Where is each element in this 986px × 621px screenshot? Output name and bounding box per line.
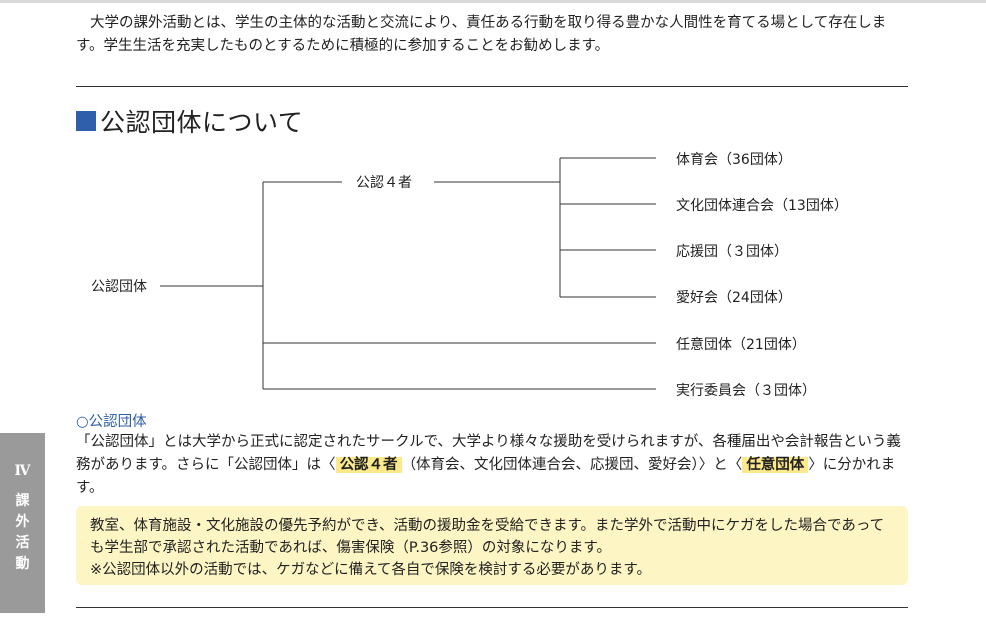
note-line-1: 教室、体育施設・文化施設の優先予約ができ、活動の援助金を受給できます。また学外で… xyxy=(90,518,885,556)
paragraph-text: 「公認団体」とは大学から正式に認定されたサークルで、大学より様々な援助を受けられ… xyxy=(76,434,901,473)
section-title: 公認団体について xyxy=(100,108,304,137)
highlight-nindantai: 任意団体 xyxy=(742,457,809,473)
note-line-2: ※公認団体以外の活動では、ケガなどに備えて各自で保険を検討する必要があります。 xyxy=(90,562,651,578)
paragraph-text: （体育会、文化団体連合会、応援団、愛好会）〉と〈 xyxy=(401,457,743,473)
top-rule xyxy=(0,0,986,3)
chapter-char: 課 xyxy=(15,493,30,509)
subsection-heading: ○公認団体 xyxy=(76,414,147,430)
section-heading: 公認団体について xyxy=(76,104,303,138)
chapter-number: Ⅳ xyxy=(14,463,31,479)
tree-node-leaf: 文化団体連合会（13団体） xyxy=(676,198,848,214)
note-box: 教室、体育施設・文化施設の優先予約ができ、活動の援助金を受給できます。また学外で… xyxy=(76,506,908,585)
subsection-paragraph: 「公認団体」とは大学から正式に認定されたサークルで、大学より様々な援助を受けられ… xyxy=(76,431,912,500)
highlight-koninyonsha: 公認４者 xyxy=(335,457,402,473)
section-divider-top xyxy=(76,86,908,87)
tree-node-leaf: 体育会（36団体） xyxy=(676,152,792,168)
tree-node-root: 公認団体 xyxy=(91,279,147,295)
chapter-char: 外 xyxy=(15,514,30,530)
tree-node-branch-3: 実行委員会（３団体） xyxy=(676,383,816,399)
tree-node-leaf: 愛好会（24団体） xyxy=(676,290,792,306)
heading-square-icon xyxy=(76,111,96,131)
chapter-side-tab: Ⅳ 課 外 活 動 xyxy=(0,433,45,613)
paragraph-text: 〉に分かれます。 xyxy=(76,457,896,496)
section-divider-bottom xyxy=(76,607,908,608)
tree-node-mid: 公認４者 xyxy=(356,175,412,191)
chapter-char: 動 xyxy=(15,556,30,572)
tree-node-branch-2: 任意団体（21団体） xyxy=(676,336,806,353)
chapter-char: 活 xyxy=(15,535,30,551)
intro-paragraph: 大学の課外活動とは、学生の主体的な活動と交流により、責任ある行動を取り得る豊かな… xyxy=(76,15,887,54)
tree-node-leaf: 応援団（３団体） xyxy=(676,244,788,260)
